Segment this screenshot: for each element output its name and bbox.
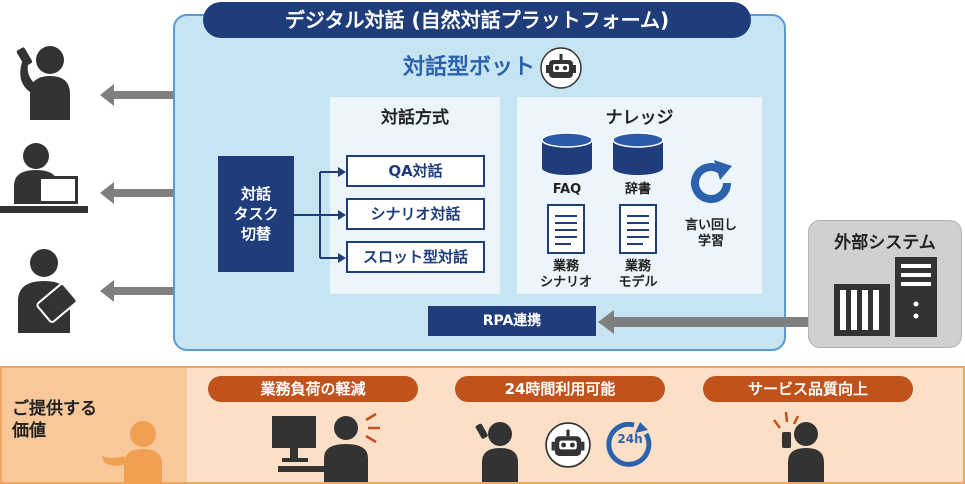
dictionary-label: 辞書 bbox=[624, 182, 651, 197]
database-icon bbox=[612, 132, 664, 175]
operator-icon bbox=[272, 412, 380, 482]
external-arrow bbox=[598, 310, 832, 334]
robot-icon bbox=[540, 47, 582, 89]
method-connectors bbox=[294, 167, 346, 263]
refresh-icon bbox=[691, 160, 732, 203]
smartphone-user-icon bbox=[773, 411, 824, 482]
task-switch-line: 対話 bbox=[240, 185, 271, 203]
bot-title: 対話型ボット bbox=[402, 55, 535, 80]
document-icon bbox=[619, 204, 657, 254]
platform-title: デジタル対話 (自然対話プラットフォーム) bbox=[203, 2, 751, 38]
document-icon bbox=[547, 204, 585, 254]
method-slot: スロット型対話 bbox=[346, 241, 485, 273]
server-icon bbox=[895, 257, 937, 337]
task-switch-box: 対話 タスク 切替 bbox=[218, 156, 294, 272]
value-pill-quality: サービス品質向上 bbox=[703, 376, 913, 402]
external-system-title: 外部システム bbox=[834, 233, 936, 253]
24h-clock-icon bbox=[606, 421, 652, 467]
value-label-line: 価値 bbox=[12, 421, 46, 441]
dialogue-method-title: 対話方式 bbox=[381, 108, 449, 128]
business-model-line: 業務 bbox=[624, 259, 651, 274]
value-label-line: ご提供する bbox=[12, 399, 97, 419]
faq-label: FAQ bbox=[552, 182, 582, 197]
task-switch-line: 切替 bbox=[240, 225, 271, 243]
method-qa: QA対話 bbox=[346, 155, 485, 187]
value-label: ご提供する 価値 bbox=[12, 398, 97, 442]
pc-user-icon bbox=[0, 143, 88, 213]
phone-user-icon bbox=[475, 422, 518, 482]
business-scenario-line: 業務 bbox=[552, 259, 579, 274]
value-pill-workload: 業務負荷の軽減 bbox=[208, 376, 418, 402]
database-icon bbox=[541, 132, 593, 175]
paraphrase-line: 学習 bbox=[697, 234, 724, 249]
business-model-label: 業務 モデル bbox=[604, 259, 672, 291]
paraphrase-line: 言い回し bbox=[684, 218, 737, 233]
tablet-user-icon bbox=[18, 249, 78, 333]
rack-icon bbox=[834, 284, 890, 336]
rpa-box: RPA連携 bbox=[428, 306, 596, 336]
knowledge-title: ナレッジ bbox=[605, 108, 674, 128]
business-scenario-label: 業務 シナリオ bbox=[532, 259, 600, 291]
business-scenario-line: シナリオ bbox=[539, 275, 592, 290]
value-pill-24h: 24時間利用可能 bbox=[455, 376, 665, 402]
phone-user-icon bbox=[16, 46, 70, 120]
presenter-icon bbox=[102, 421, 162, 484]
task-switch-line: タスク bbox=[233, 205, 279, 223]
business-model-line: モデル bbox=[618, 275, 658, 290]
user-arrows bbox=[100, 84, 208, 302]
24h-badge-text: 24h bbox=[617, 432, 643, 446]
method-scenario: シナリオ対話 bbox=[346, 198, 485, 230]
paraphrase-label: 言い回し 学習 bbox=[678, 218, 744, 250]
robot-icon bbox=[545, 422, 591, 468]
